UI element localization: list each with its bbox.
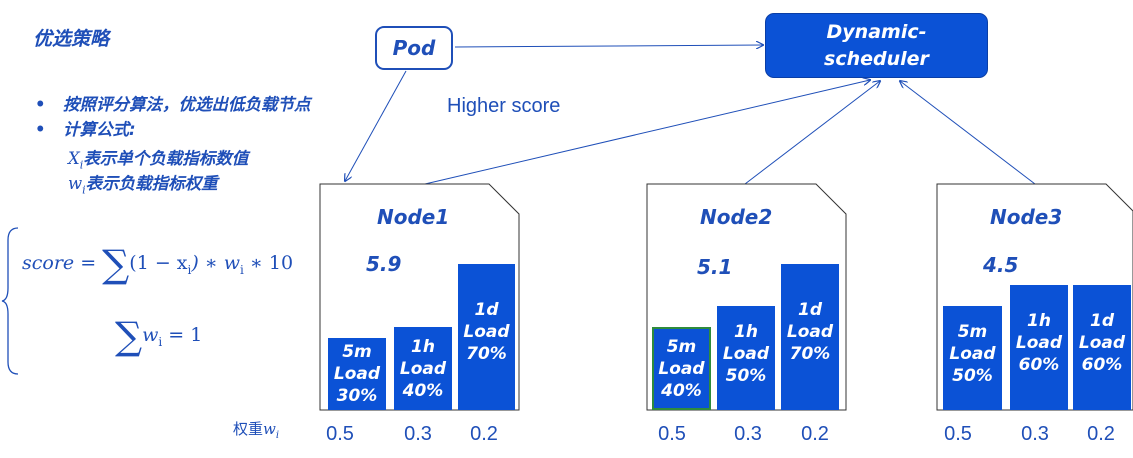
- def-symbol: w: [68, 174, 83, 193]
- node2-weight-5m: 0.5: [658, 423, 686, 445]
- bullet-item: 计算公式:: [33, 117, 311, 142]
- definition-w: wi表示负载指标权重: [68, 174, 218, 197]
- dynamic-scheduler-box: Dynamic- scheduler: [765, 13, 988, 78]
- def-text: 表示单个负载指标数值: [83, 149, 249, 168]
- node2-to-scheduler-arrow: [744, 81, 880, 185]
- node1-weight-5m: 0.5: [326, 423, 354, 445]
- pod-to-node1-arrow: [345, 70, 407, 181]
- node2-title: Node2: [700, 205, 773, 229]
- node3-weight-1h: 0.3: [1021, 423, 1049, 445]
- node3-weight-1d: 0.2: [1087, 423, 1115, 445]
- def-text: 表示负载指标权重: [85, 174, 218, 193]
- weight-row-label: 权重wi: [233, 420, 280, 441]
- node3-to-scheduler-arrow: [900, 81, 1036, 185]
- node1-weight-1d: 0.2: [470, 423, 498, 445]
- node2-score: 5.1: [697, 255, 733, 279]
- strategy-title: 优选策略: [33, 28, 110, 50]
- node3-weight-5m: 0.5: [944, 423, 972, 445]
- higher-score-label: Higher score: [447, 95, 561, 117]
- score-formula: score = ∑(1 − xi) ∗ wi ∗ 10: [22, 242, 294, 286]
- pod-label: Pod: [392, 36, 436, 60]
- def-symbol: X: [68, 149, 80, 168]
- scheduler-label-line1: Dynamic-: [826, 20, 927, 43]
- node2-weight-1h: 0.3: [734, 423, 762, 445]
- node3-title: Node3: [990, 205, 1063, 229]
- bullet-list: 按照评分算法，优选出低负载节点 计算公式:: [33, 92, 311, 142]
- node1-score: 5.9: [366, 252, 402, 276]
- pod-to-scheduler-arrow: [454, 45, 763, 47]
- definition-x: Xi表示单个负载指标数值: [68, 149, 249, 172]
- scheduler-label-line2: scheduler: [824, 47, 929, 70]
- node2-weight-1d: 0.2: [801, 423, 829, 445]
- node3-score: 4.5: [983, 253, 1019, 277]
- node1-to-scheduler-arrow: [424, 80, 870, 185]
- formula-brace: [1, 227, 19, 375]
- weight-sum-formula: ∑wi = 1: [115, 314, 203, 358]
- pod-box: Pod: [375, 26, 453, 70]
- node1-weight-1h: 0.3: [404, 423, 432, 445]
- node1-title: Node1: [377, 205, 450, 229]
- bullet-item: 按照评分算法，优选出低负载节点: [33, 92, 311, 117]
